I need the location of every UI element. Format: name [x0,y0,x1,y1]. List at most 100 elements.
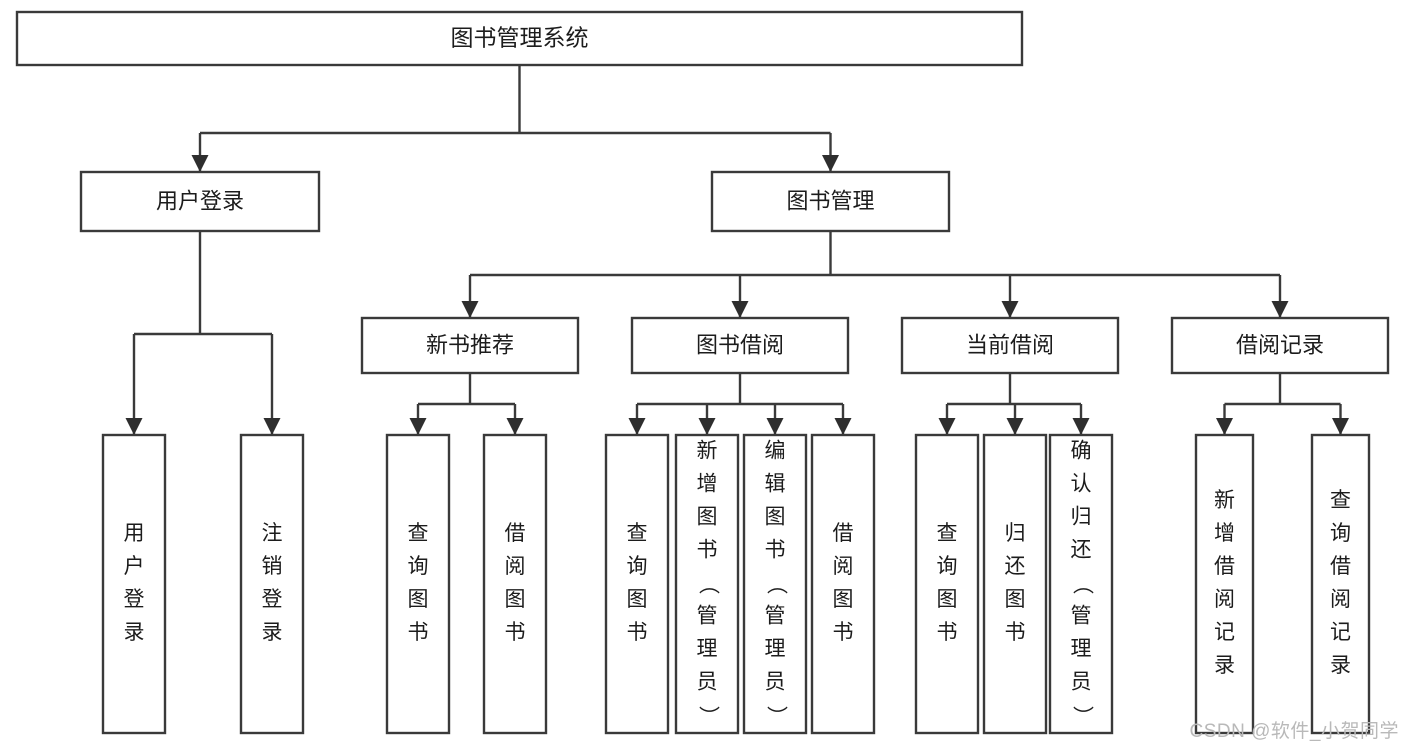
node-root[interactable]: 图书管理系统 [15,10,1024,67]
node-borrow-record[interactable]: 借阅记录 [1170,316,1390,375]
arrow-head-icon [766,418,784,435]
arrow-head-icon [1006,418,1024,435]
node-label-char: 归 [1005,522,1026,545]
node-label: 当前借阅 [966,332,1054,357]
connector-userlogin-to-leaves [125,231,281,435]
node-label: 借阅记录 [1236,332,1324,357]
node-label-char: 增 [1214,522,1235,545]
node-new-book-rec[interactable]: 新书推荐 [360,316,580,375]
node-box [742,433,808,735]
node-label-char: 图 [697,506,718,529]
node-label-char: 员 [1071,671,1092,694]
node-box [1048,433,1114,735]
arrow-head-icon [191,155,209,172]
node-current-borrow[interactable]: 当前借阅 [900,316,1120,375]
node-label-char: 查 [937,522,958,545]
node-box [1170,316,1390,375]
arrow-head-icon [409,418,427,435]
node-label-char: 查 [627,522,648,545]
node-label: 图书管理系统 [451,25,589,51]
node-label-char: 书 [937,621,958,644]
node-label-char: 查 [408,522,429,545]
node-label-char: （ [1070,574,1093,595]
node-label-char: 图 [627,588,648,611]
node-label-char: 询 [408,555,429,578]
connector-bookborrow-to-leaves [628,373,852,435]
node-label: 新书推荐 [426,332,514,357]
arrow-head-icon [1072,418,1090,435]
connector-newbook-to-leaves [409,373,524,435]
node-label-char: 员 [765,671,786,694]
node-label-char: 录 [1214,654,1235,677]
node-label-char: 管 [697,605,718,628]
node-box [982,433,1048,735]
node-label-char: （ [764,574,787,595]
connectors-layer [125,65,1349,435]
connector-borrowrecord-to-leaves [1216,373,1349,435]
node-label-char: 图 [1005,588,1026,611]
node-book-manage[interactable]: 图书管理 [710,170,951,233]
arrow-head-icon [698,418,716,435]
node-label-char: 理 [765,638,786,661]
arrow-head-icon [1332,418,1349,435]
node-label-char: 理 [697,638,718,661]
node-box [15,10,1024,67]
node-label-char: 借 [1330,555,1351,578]
node-label-char: 管 [765,605,786,628]
node-box [710,170,951,233]
node-label-char: 阅 [505,555,526,578]
node-label-char: ） [1070,706,1093,727]
node-label-char: 借 [505,522,526,545]
node-box [674,433,740,735]
node-box [1194,433,1255,735]
arrow-head-icon [125,418,143,435]
node-label-char: ） [696,706,719,727]
node-label-char: 录 [1330,654,1351,677]
node-label-char: 图 [408,588,429,611]
node-user-login[interactable]: 用户登录 [79,170,321,233]
node-label-char: 阅 [833,555,854,578]
arrow-head-icon [938,418,956,435]
arrow-head-icon [628,418,646,435]
node-label-char: 询 [627,555,648,578]
node-label-char: 登 [124,588,145,611]
node-label-char: 借 [1214,555,1235,578]
node-box [79,170,321,233]
node-label-char: 归 [1071,506,1092,529]
node-label-char: 员 [697,671,718,694]
arrow-head-icon [731,301,749,318]
node-label-char: 增 [697,473,718,496]
node-leaf-user-login[interactable]: 用户登录 [101,433,167,735]
node-label-char: 新 [697,440,718,463]
node-box [101,433,167,735]
node-box [604,433,670,735]
node-label-char: 登 [262,588,283,611]
node-label-char: 还 [1005,555,1026,578]
node-book-borrow[interactable]: 图书借阅 [630,316,850,375]
node-label-char: 图 [937,588,958,611]
arrow-head-icon [1271,301,1289,318]
node-label-char: 图 [505,588,526,611]
node-box [630,316,850,375]
node-label-char: 记 [1214,621,1235,644]
node-label-char: 询 [1330,522,1351,545]
arrow-head-icon [506,418,524,435]
connector-root-to-level2 [191,65,839,172]
node-label-char: 录 [262,621,283,644]
arrow-head-icon [1001,301,1019,318]
node-box [360,316,580,375]
node-label-char: （ [696,574,719,595]
